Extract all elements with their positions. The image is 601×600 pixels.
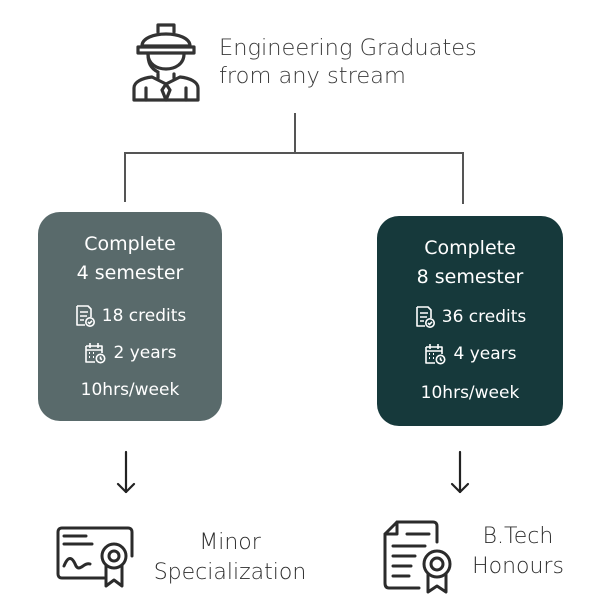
document-check-icon: [415, 306, 435, 328]
document-check-icon: [75, 305, 95, 327]
document-award-icon: [383, 520, 452, 594]
trunk-line: [294, 113, 296, 153]
header-line-2: from any stream: [219, 63, 406, 89]
down-arrow-icon: [116, 450, 136, 494]
credits-row: 18 credits: [38, 304, 222, 328]
card-title-line-2: 8 semester: [416, 266, 524, 288]
outcome-line-2: Specialization: [153, 560, 307, 585]
credits-text: 18 credits: [101, 306, 187, 326]
outcome-btech-honours: B.Tech Honours: [458, 522, 578, 582]
duration-row: 4 years: [377, 342, 563, 366]
header-line-1: Engineering Graduates: [219, 35, 477, 61]
outcome-line-2: Honours: [472, 554, 564, 579]
calendar-clock-icon: [85, 343, 106, 364]
hours-text: 10hrs/week: [80, 380, 180, 400]
path-card-4-semester: Complete 4 semester 18 credits 2 years 1…: [38, 212, 222, 421]
credits-row: 36 credits: [377, 305, 563, 329]
duration-text: 4 years: [453, 344, 517, 364]
outcome-line-1: B.Tech: [482, 524, 554, 549]
card-title-line-2: 4 semester: [76, 262, 184, 284]
outcome-line-1: Minor: [199, 530, 261, 555]
certificate-icon: [56, 526, 134, 588]
credits-text: 36 credits: [441, 307, 527, 327]
hours-text: 10hrs/week: [420, 383, 520, 403]
path-card-8-semester: Complete 8 semester 36 credits 4 years 1…: [377, 216, 563, 426]
calendar-clock-icon: [425, 344, 446, 365]
duration-row: 2 years: [38, 341, 222, 365]
card-title-line-1: Complete: [424, 237, 516, 259]
header-title: Engineering Graduates from any stream: [219, 34, 519, 90]
duration-text: 2 years: [113, 343, 177, 363]
down-arrow-icon: [450, 450, 470, 494]
right-branch-drop: [462, 152, 464, 204]
card-title-line-1: Complete: [84, 233, 176, 255]
branch-line: [124, 152, 463, 154]
left-branch-drop: [124, 152, 126, 202]
outcome-minor-specialization: Minor Specialization: [145, 528, 315, 588]
engineer-hardhat-icon: [132, 23, 200, 102]
